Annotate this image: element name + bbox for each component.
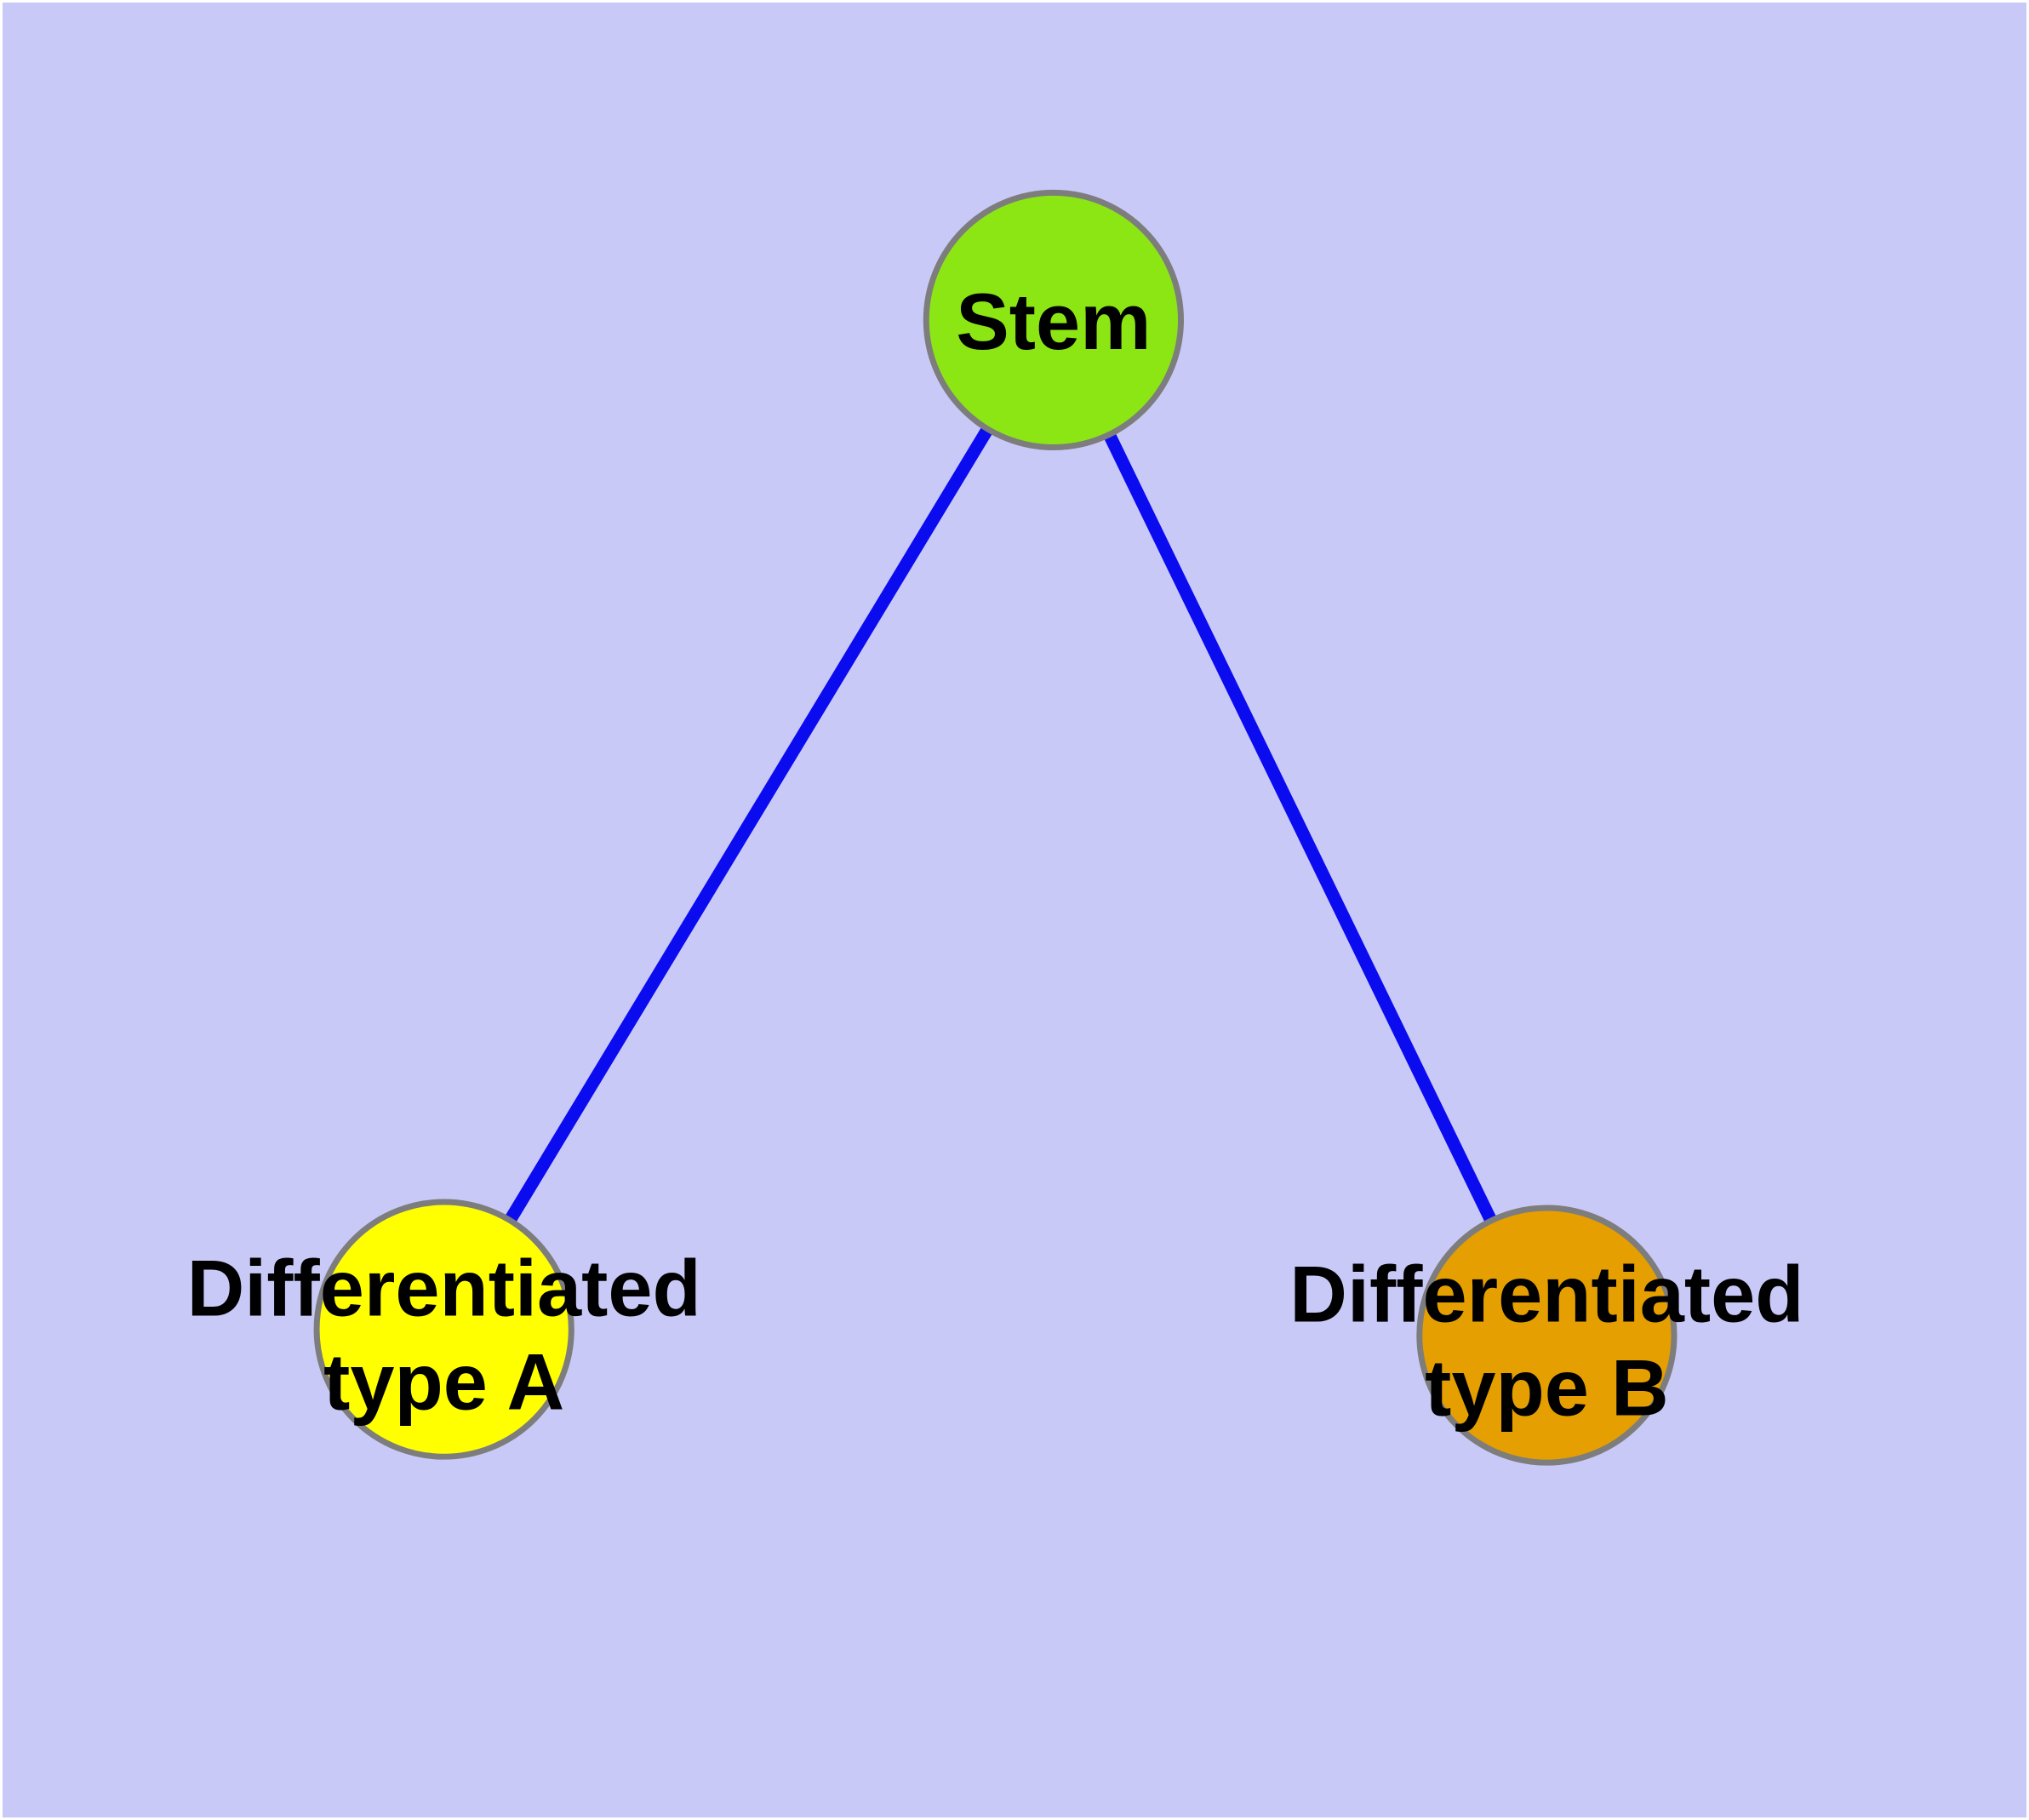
node-differentiated-type-a[interactable]	[313, 1199, 574, 1460]
node-stem[interactable]	[923, 189, 1184, 451]
node-label-stem: Stem	[956, 277, 1151, 366]
node-label-differentiated-type-b-line2: type B	[1425, 1342, 1669, 1432]
node-differentiated-type-b[interactable]	[1416, 1205, 1677, 1466]
edge-stem-to-differentiated-type-a	[438, 317, 1060, 1333]
node-label-differentiated-type-a-line2: type A	[323, 1336, 564, 1426]
node-label-differentiated-type-b-line1: Differentiated	[1289, 1250, 1803, 1339]
edge-stem-to-differentiated-type-b	[1048, 317, 1553, 1338]
node-label-differentiated-type-a-line1: Differentiated	[187, 1244, 701, 1333]
